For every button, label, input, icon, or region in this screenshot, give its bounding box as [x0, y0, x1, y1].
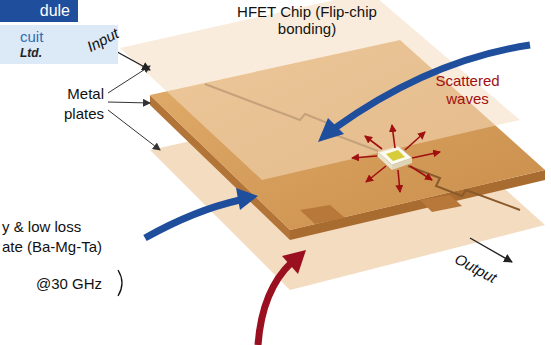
- material-label: y & low loss: [2, 218, 162, 236]
- circuit-callout-arrowhead: [282, 250, 306, 274]
- metal-plate-leaders: [108, 66, 160, 150]
- closing-bracket: [118, 270, 122, 296]
- part-label: HFET Chip (Flip-chip bonding): [222, 3, 392, 38]
- frequency-label: @30 GHz: [36, 275, 116, 293]
- node-text: dule: [6, 1, 70, 20]
- hfet-die: [386, 150, 405, 161]
- bias-pad: [420, 195, 462, 212]
- chip-callout-arrow: [335, 45, 530, 128]
- scattered-wave-arrows: [352, 125, 440, 192]
- material-label: ate (Ba-Mg-Ta): [2, 238, 162, 256]
- wave-label: Scattered waves: [420, 72, 515, 108]
- section-tab: dule: [0, 0, 78, 22]
- top-metal-plate: [120, 0, 520, 180]
- circuit-callout-arrow: [258, 262, 292, 345]
- bias-pad: [300, 205, 345, 224]
- chip-callout-arrowhead: [318, 118, 344, 142]
- part-label: Metal plates: [44, 84, 104, 123]
- substrate-callout-arrowhead: [236, 188, 258, 210]
- substrate-callout-arrow: [145, 200, 240, 238]
